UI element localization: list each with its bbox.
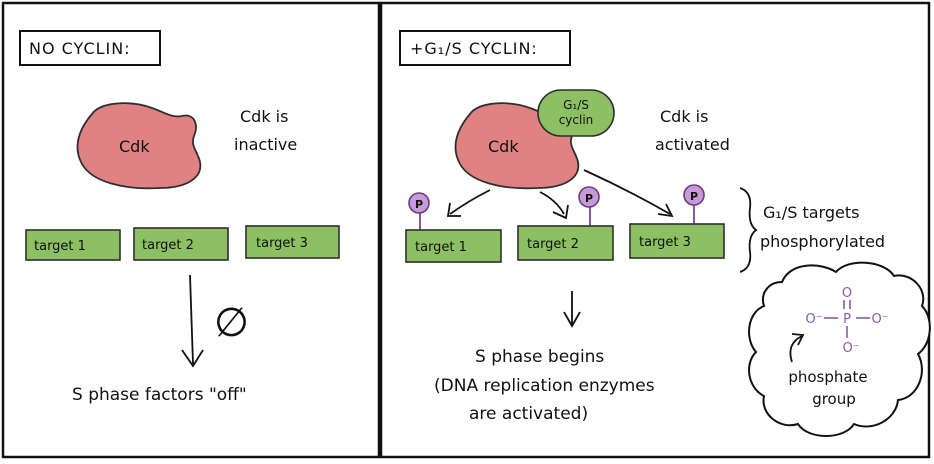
left-panel-title: NO CYCLIN: [29, 39, 131, 58]
arrow-to-target-2-head [552, 204, 569, 220]
left-panel-frame [1, 1, 381, 459]
no-effect-symbol: ∅ [214, 300, 249, 346]
right-outcome-line-2: (DNA replication enzymes [434, 376, 655, 396]
right-panel-title-box [399, 30, 571, 66]
right-outcome-line-3: are activated) [469, 404, 588, 424]
cdk-status-line-2: inactive [234, 135, 297, 154]
right-down-arrowhead [563, 311, 581, 328]
arrow-to-target-3 [583, 169, 671, 215]
phosphate-top-oxygen: O [842, 286, 852, 301]
active-target-3-label: target 3 [639, 235, 691, 250]
targets-brace [739, 187, 758, 273]
active-target-1-label: target 1 [415, 240, 467, 255]
phosphate-center-atom: P [843, 312, 851, 327]
phosphate-pointer-arrowhead [791, 333, 805, 346]
active-target-1-box [405, 229, 502, 263]
target-1-box [25, 229, 121, 261]
cyclin-label-line-2: cyclin [559, 113, 594, 127]
cyclin-shape [537, 89, 615, 137]
target-2-label: target 2 [142, 238, 194, 253]
target-2-box [133, 227, 229, 261]
target-3-label: target 3 [256, 236, 308, 251]
phosphate-pointer-arrow [789, 335, 803, 363]
left-down-arrowhead [181, 349, 204, 368]
phosphate-group-cloud [748, 261, 931, 437]
active-target-2-label: target 2 [527, 237, 579, 252]
cdk-label: Cdk [119, 137, 150, 156]
targets-note-line-1: G₁/S targets [763, 203, 859, 222]
targets-note-line-2: phosphorylated [760, 232, 885, 251]
arrow-to-target-1 [449, 189, 491, 215]
phosphate-tag-3 [683, 184, 705, 206]
right-panel: +G₁/S CYCLIN: Cdk G₁/S cyclin Cdk is act… [399, 30, 931, 437]
phosphate-right-oxygen: O⁻ [871, 312, 888, 327]
phosphate-tag-2-label: P [585, 192, 593, 205]
right-outcome-line-1: S phase begins [475, 347, 604, 367]
target-3-box [245, 225, 340, 259]
left-down-arrow [189, 274, 194, 365]
phosphate-bottom-oxygen: O⁻ [842, 341, 859, 356]
arrow-to-target-1-head [446, 202, 461, 217]
cdk-active-status-line-2: activated [655, 135, 730, 154]
phosphate-tag-2 [578, 186, 600, 208]
cdk-label-active: Cdk [488, 137, 519, 156]
cdk-enzyme-shape [76, 102, 202, 190]
phosphate-caption-line-2: group [812, 390, 856, 408]
phosphate-tag-1-label: P [415, 198, 423, 211]
cyclin-label-line-1: G₁/S [563, 98, 589, 112]
active-target-3-box [629, 223, 725, 259]
cdk-active-status-line-1: Cdk is [660, 107, 708, 126]
arrow-to-target-3-head [657, 203, 674, 218]
phosphate-tag-1 [408, 192, 430, 214]
left-outcome-text: S phase factors "off" [72, 385, 247, 405]
phosphate-caption-line-1: phosphate [788, 368, 867, 386]
left-panel: NO CYCLIN: Cdk Cdk is inactive target 1 … [19, 30, 340, 405]
phosphate-left-oxygen: O⁻ [805, 312, 822, 327]
right-panel-title: +G₁/S CYCLIN: [410, 39, 538, 58]
left-panel-title-box [19, 30, 161, 66]
target-1-label: target 1 [34, 239, 86, 254]
phosphate-tag-3-label: P [690, 190, 698, 203]
cdk-status-line-1: Cdk is [240, 107, 288, 126]
arrow-to-target-2 [539, 191, 565, 215]
right-panel-frame [379, 1, 931, 459]
active-target-2-box [517, 225, 614, 261]
